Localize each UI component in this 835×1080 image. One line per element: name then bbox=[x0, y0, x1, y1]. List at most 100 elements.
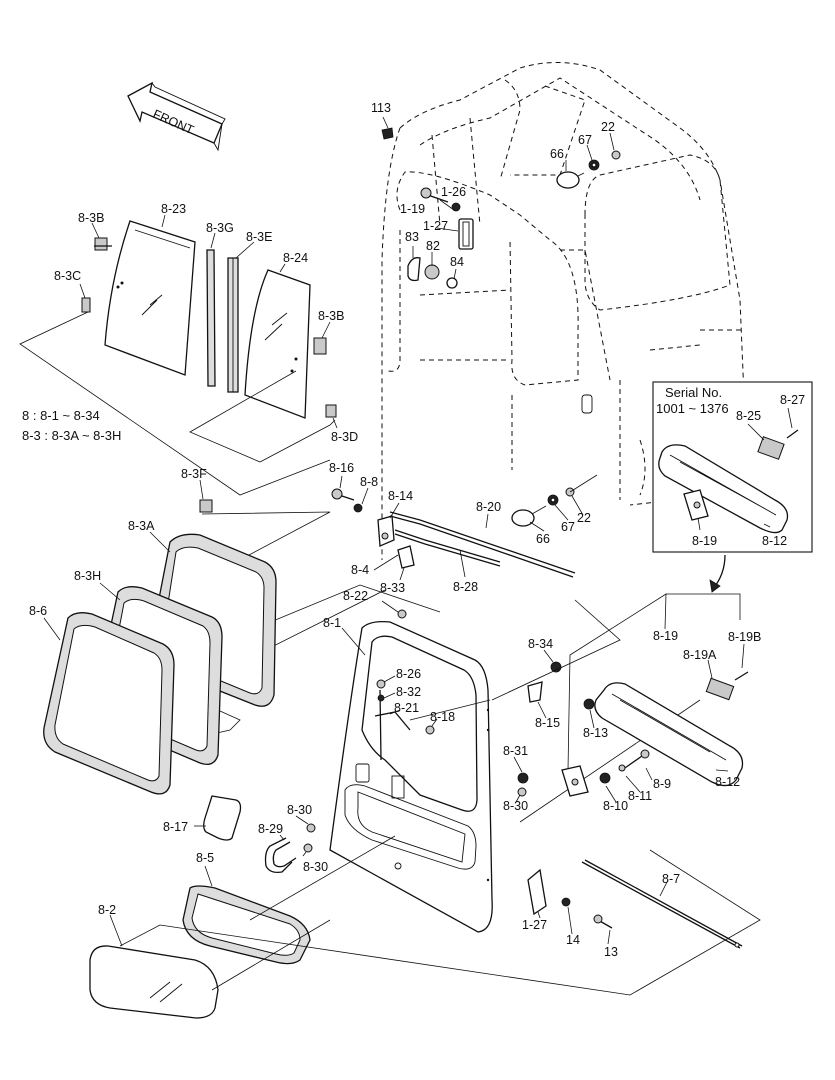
inset-box bbox=[652, 381, 813, 593]
strip-8-3G bbox=[206, 232, 216, 387]
hinge-top bbox=[420, 187, 474, 250]
label-8-24: 8-24 bbox=[283, 251, 308, 265]
label-66-top: 66 bbox=[550, 147, 564, 161]
legend-line-1: 8 : 8-1 ~ 8-34 bbox=[22, 408, 100, 423]
label-13: 13 bbox=[604, 945, 618, 959]
label-8-20: 8-20 bbox=[476, 500, 501, 514]
legend-line-2: 8-3 : 8-3A ~ 8-3H bbox=[22, 428, 121, 443]
label-1-19: 1-19 bbox=[400, 202, 425, 216]
front-arrow: FRONT bbox=[127, 81, 226, 152]
label-8-21: 8-21 bbox=[394, 701, 419, 715]
strip-8-3E bbox=[227, 241, 255, 393]
label-8-15: 8-15 bbox=[535, 716, 560, 730]
part-8-34-8-15 bbox=[527, 649, 562, 719]
label-113: 113 bbox=[371, 101, 391, 115]
part-8-4-8-33 bbox=[373, 545, 415, 581]
door-8-1 bbox=[329, 620, 493, 933]
label-8-16: 8-16 bbox=[329, 461, 354, 475]
label-8-22: 8-22 bbox=[343, 589, 368, 603]
label-8-30-top: 8-30 bbox=[287, 803, 312, 817]
label-8-3D: 8-3D bbox=[331, 430, 358, 444]
bracket-8-3B-top bbox=[91, 222, 112, 251]
label-8-23: 8-23 bbox=[161, 202, 186, 216]
label-8-28: 8-28 bbox=[453, 580, 478, 594]
label-8-5: 8-5 bbox=[196, 851, 214, 865]
glass-8-24 bbox=[244, 263, 311, 419]
label-8-34: 8-34 bbox=[528, 637, 553, 651]
label-8-33: 8-33 bbox=[380, 581, 405, 595]
inset-label-8-27: 8-27 bbox=[780, 393, 805, 407]
label-8-31: 8-31 bbox=[503, 744, 528, 758]
label-8-2: 8-2 bbox=[98, 903, 116, 917]
glass-8-2 bbox=[89, 914, 331, 1019]
label-8-3C: 8-3C bbox=[54, 269, 81, 283]
label-8-3B-top: 8-3B bbox=[78, 211, 104, 225]
rods-8-20-8-28 bbox=[389, 511, 576, 578]
part-labels: 113 22 67 66 1-26 1-19 1-27 83 82 84 8-3… bbox=[29, 101, 761, 959]
label-8-30-bottom: 8-30 bbox=[303, 860, 328, 874]
label-8-4: 8-4 bbox=[351, 563, 369, 577]
label-8-3H: 8-3H bbox=[74, 569, 101, 583]
block-8-3F bbox=[199, 479, 213, 513]
front-label: FRONT bbox=[151, 107, 196, 137]
label-8-14: 8-14 bbox=[388, 489, 413, 503]
cab-outline bbox=[381, 62, 746, 560]
latch-group bbox=[331, 475, 400, 547]
strip-8-7 bbox=[581, 859, 743, 949]
label-8-17: 8-17 bbox=[163, 820, 188, 834]
glass-8-23 bbox=[104, 214, 196, 376]
label-8-18: 8-18 bbox=[430, 710, 455, 724]
inset-label-8-19: 8-19 bbox=[692, 534, 717, 548]
lock-group bbox=[407, 246, 458, 289]
label-8-7: 8-7 bbox=[662, 872, 680, 886]
label-1-27-bottom: 1-27 bbox=[522, 918, 547, 932]
label-8-19A: 8-19A bbox=[683, 648, 717, 662]
inset-title: Serial No. bbox=[665, 385, 722, 400]
door-handle-parts bbox=[374, 675, 438, 761]
label-8-19B: 8-19B bbox=[728, 630, 761, 644]
label-8-3E: 8-3E bbox=[246, 230, 272, 244]
label-8-32: 8-32 bbox=[396, 685, 421, 699]
label-8-12: 8-12 bbox=[715, 775, 740, 789]
bolt-group-top bbox=[556, 132, 621, 189]
label-8-26: 8-26 bbox=[396, 667, 421, 681]
label-8-3A: 8-3A bbox=[128, 519, 155, 533]
bracket-8-3D bbox=[325, 404, 338, 429]
label-84: 84 bbox=[450, 255, 464, 269]
label-67-top: 67 bbox=[578, 133, 592, 147]
label-8-8: 8-8 bbox=[360, 475, 378, 489]
handle-assembly-8-12 bbox=[583, 643, 749, 787]
inset-label-8-25: 8-25 bbox=[736, 409, 761, 423]
handle-8-29 bbox=[264, 815, 316, 874]
cover-8-17 bbox=[194, 795, 242, 841]
label-66-mid: 66 bbox=[536, 532, 550, 546]
bolt-group-mid bbox=[511, 474, 598, 532]
group-lines-right bbox=[409, 593, 741, 823]
legend: 8 : 8-1 ~ 8-34 8-3 : 8-3A ~ 8-3H bbox=[22, 408, 121, 443]
hinge-bottom bbox=[527, 868, 613, 945]
part-8-31-8-30 bbox=[513, 756, 529, 803]
bracket-8-3C bbox=[79, 283, 91, 313]
label-8-10: 8-10 bbox=[603, 799, 628, 813]
inset-label-8-12: 8-12 bbox=[762, 534, 787, 548]
bracket-8-3B-mid bbox=[313, 321, 331, 355]
label-82: 82 bbox=[426, 239, 440, 253]
seal-8-5 bbox=[182, 835, 396, 965]
seal-8-6 bbox=[43, 612, 175, 795]
inset-text: Serial No. 1001 ~ 1376 8-27 8-25 8-19 8-… bbox=[656, 385, 805, 548]
lock-8-19 bbox=[561, 765, 589, 797]
part-8-22 bbox=[381, 600, 407, 619]
group-lines-bottom bbox=[119, 849, 761, 996]
label-8-3B-mid: 8-3B bbox=[318, 309, 344, 323]
label-22-mid: 22 bbox=[577, 511, 591, 525]
label-8-30-right: 8-30 bbox=[503, 799, 528, 813]
label-8-9: 8-9 bbox=[653, 777, 671, 791]
label-8-11: 8-11 bbox=[628, 789, 652, 803]
label-1-26-top: 1-26 bbox=[441, 185, 466, 199]
label-8-3F: 8-3F bbox=[181, 467, 207, 481]
label-8-29: 8-29 bbox=[258, 822, 283, 836]
label-67-mid: 67 bbox=[561, 520, 575, 534]
label-83: 83 bbox=[405, 230, 419, 244]
